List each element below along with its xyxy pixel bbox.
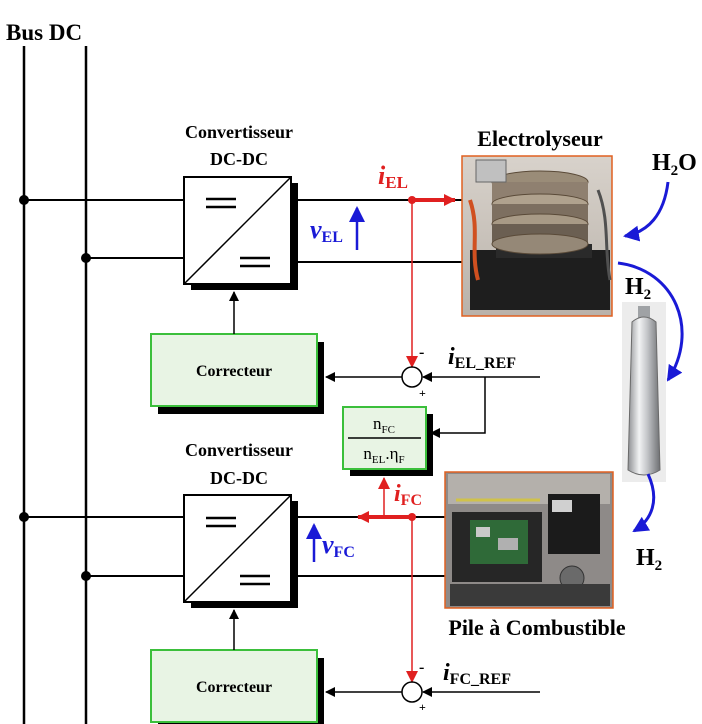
hydrogen-cylinder-photo (622, 302, 666, 482)
water-flow-arrow (623, 181, 670, 242)
hydrogen-label-top: H2 (625, 274, 651, 303)
sum-plus-el: + (419, 386, 426, 400)
junction-dot (19, 512, 29, 522)
water-label: H2O (652, 150, 697, 179)
v-el-label: vEL (310, 215, 343, 246)
sum-minus-el: - (419, 344, 424, 361)
converter-top-diagonal (183, 176, 292, 285)
hydrogen-flow-arrow-top (617, 261, 684, 382)
electrolyser-title: Electrolyseur (477, 126, 603, 151)
fuel-cell-title: Pile à Combustible (448, 615, 625, 640)
ratio-numerator: nFC (373, 414, 395, 436)
hydrogen-label-bottom: H2 (636, 545, 662, 574)
converter-bottom-title-line2: DC-DC (210, 468, 268, 488)
corrector-bottom-label: Correcteur (196, 679, 272, 696)
electrolyser-photo (461, 155, 613, 317)
wire-ref-to-ratio (430, 377, 486, 438)
hydrogen-flow-arrow-bottom (632, 473, 656, 533)
junction-dot (19, 195, 29, 205)
sum-junction-el (401, 366, 423, 388)
junction-dot (81, 253, 91, 263)
i-el-ref-label: iEL_REF (448, 344, 516, 372)
converter-top-title-line2: DC-DC (210, 149, 268, 169)
v-fc-label: vFC (322, 530, 355, 561)
sum-minus-fc: - (419, 659, 424, 676)
converter-bottom-title-line1: Convertisseur (185, 440, 293, 460)
fuel-cell-photo (444, 471, 614, 609)
i-el-label: iEL (378, 161, 408, 192)
converter-top-title-line1: Convertisseur (185, 122, 293, 142)
sum-plus-fc: + (419, 700, 426, 714)
converter-bottom-diagonal (183, 494, 292, 603)
corrector-top-label: Correcteur (196, 363, 272, 380)
i-fc-label: iFC (394, 481, 422, 509)
bus-label: Bus DC (6, 20, 82, 45)
junction-dot (81, 571, 91, 581)
sum-junction-fc (401, 681, 423, 703)
i-fc-ref-label: iFC_REF (443, 660, 511, 688)
corrector-bottom-box (150, 649, 318, 723)
ratio-denominator: nEL.ηF (363, 444, 404, 466)
